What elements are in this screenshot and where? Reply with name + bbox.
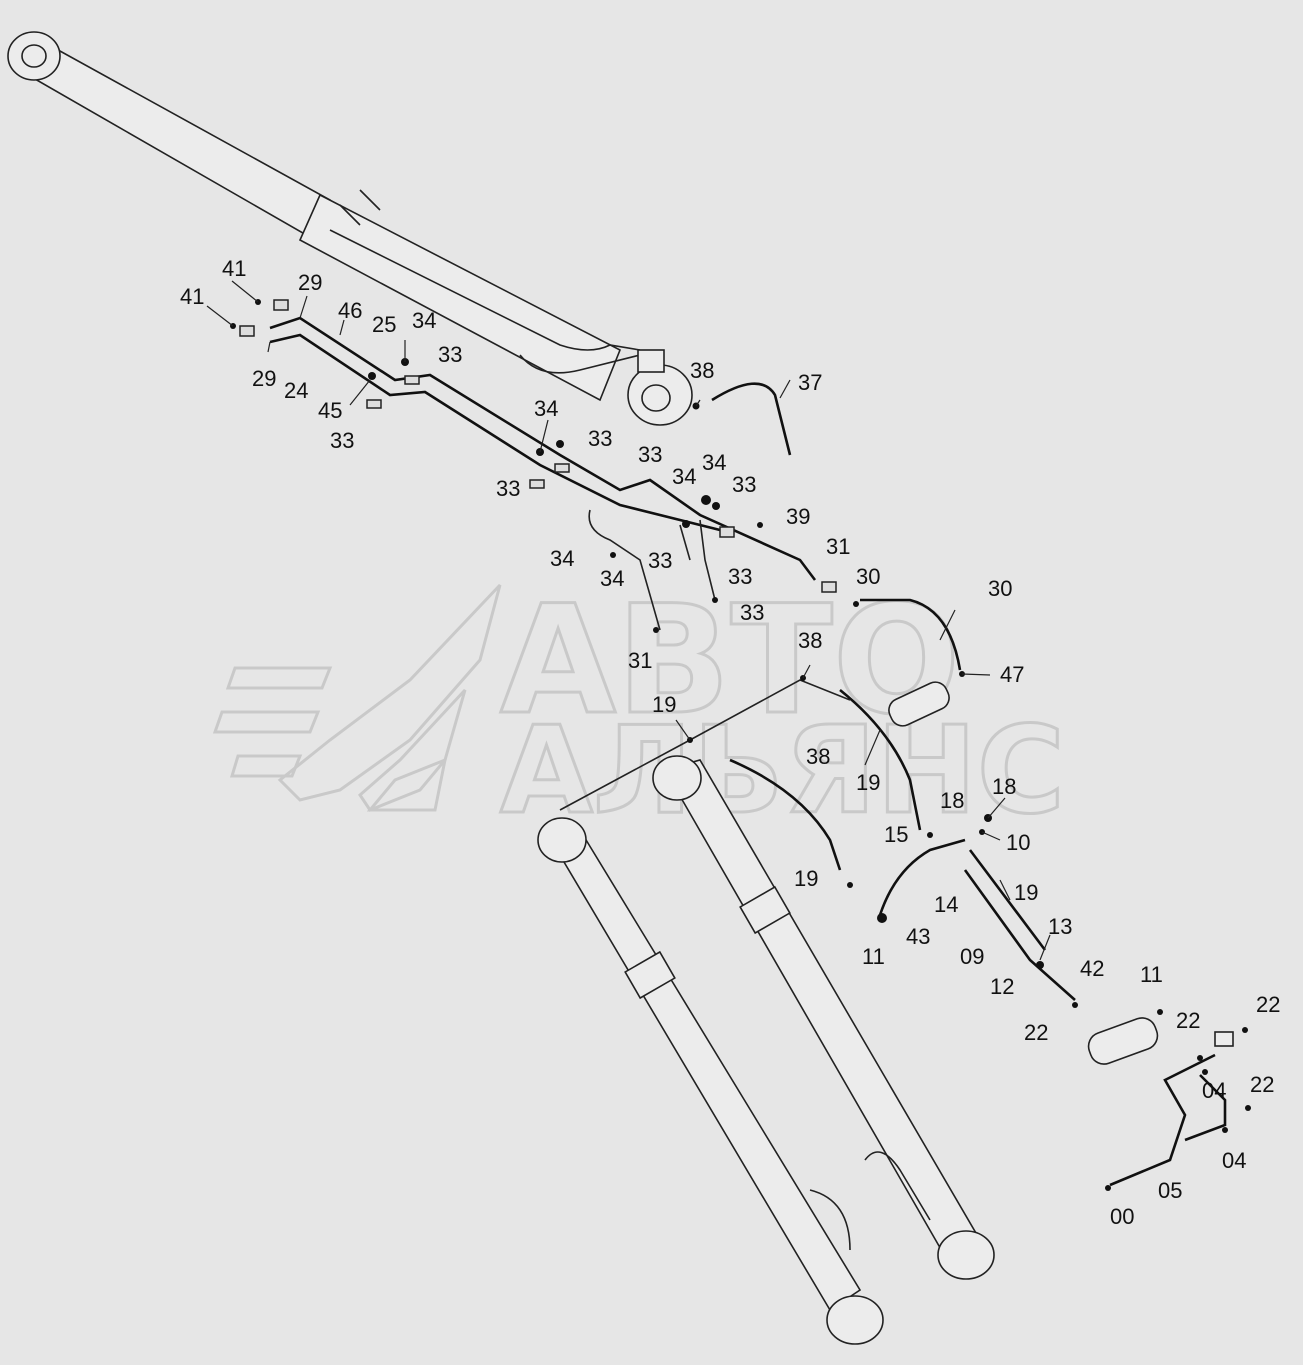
accumulator bbox=[888, 681, 950, 727]
label-34-a: 34 bbox=[412, 308, 436, 333]
label-39: 39 bbox=[786, 504, 810, 529]
label-19-b: 19 bbox=[652, 692, 676, 717]
label-38-a: 38 bbox=[690, 358, 714, 383]
label-34-d: 34 bbox=[702, 450, 726, 475]
label-04-b: 04 bbox=[1202, 1078, 1226, 1103]
clamps bbox=[239, 299, 837, 593]
label-11-a: 14 bbox=[934, 892, 958, 917]
arm-cylinder-left bbox=[537, 817, 884, 1345]
label-45: 45 bbox=[318, 398, 342, 423]
label-19-c: 15 bbox=[884, 822, 908, 847]
label-41-b: 41 bbox=[180, 284, 204, 309]
label-31-b: 33 bbox=[728, 564, 752, 589]
label-25: 25 bbox=[372, 312, 396, 337]
label-38-c: 47 bbox=[1000, 662, 1024, 687]
label-42: 09 bbox=[960, 944, 984, 969]
label-30-b: 31 bbox=[628, 648, 652, 673]
label-29-b: 29 bbox=[252, 366, 276, 391]
leader-lines bbox=[206, 280, 1051, 961]
label-19-d: 19 bbox=[794, 866, 818, 891]
label-33-a: 33 bbox=[438, 342, 462, 367]
label-14: 10 bbox=[1006, 830, 1030, 855]
label-24: 24 bbox=[284, 378, 308, 403]
label-33-h: 34 bbox=[600, 566, 624, 591]
pipe-01 bbox=[1109, 1031, 1234, 1187]
label-33-f: 33 bbox=[732, 472, 756, 497]
label-05-a: 22 bbox=[1250, 1072, 1274, 1097]
label-15: 18 bbox=[992, 774, 1016, 799]
pin-sleeve bbox=[1087, 1017, 1159, 1065]
label-31-a: 31 bbox=[826, 534, 850, 559]
label-13: 11 bbox=[862, 944, 885, 969]
label-34-e: 34 bbox=[550, 546, 574, 571]
label-00: 04 bbox=[1222, 1148, 1246, 1173]
label-11-b: 12 bbox=[990, 974, 1014, 999]
boom-cylinder bbox=[7, 31, 693, 426]
label-22-b: 11 bbox=[1140, 962, 1163, 987]
hose-37 bbox=[711, 382, 792, 456]
label-12: 13 bbox=[1048, 914, 1072, 939]
watermark-logo bbox=[212, 583, 502, 812]
label-41-a: 41 bbox=[222, 256, 246, 281]
label-34-b: 34 bbox=[534, 396, 558, 421]
label-29-a: 29 bbox=[298, 270, 322, 295]
label-10: 18 bbox=[940, 788, 964, 813]
label-33-g: 33 bbox=[648, 548, 672, 573]
label-47: 30 bbox=[988, 576, 1012, 601]
label-34-c: 34 bbox=[672, 464, 696, 489]
label-05-b: 00 bbox=[1110, 1204, 1134, 1229]
label-18-b: 19 bbox=[856, 770, 880, 795]
label-18-a: 38 bbox=[806, 744, 830, 769]
label-30-a: 33 bbox=[740, 600, 764, 625]
watermark-line2: АЛЬЯНС bbox=[500, 702, 1065, 841]
label-43: 19 bbox=[1014, 880, 1038, 905]
part-labels: 41 41 29 46 25 34 33 29 24 45 33 38 37 3… bbox=[180, 256, 1280, 1229]
label-46: 46 bbox=[338, 298, 362, 323]
label-33-d: 33 bbox=[638, 442, 662, 467]
label-22-a: 42 bbox=[1080, 956, 1104, 981]
label-01: 05 bbox=[1158, 1178, 1182, 1203]
label-38-b: 30 bbox=[856, 564, 880, 589]
label-33-b: 33 bbox=[330, 428, 354, 453]
hoses-mid bbox=[559, 598, 1076, 1001]
arm-cylinder-right bbox=[652, 755, 995, 1280]
label-22-d: 22 bbox=[1256, 992, 1280, 1017]
label-33-e: 33 bbox=[496, 476, 520, 501]
label-04-a: 22 bbox=[1176, 1008, 1200, 1033]
pipe-assembly bbox=[269, 316, 817, 631]
label-19-a: 38 bbox=[798, 628, 822, 653]
label-09: 43 bbox=[906, 924, 930, 949]
label-22-c: 22 bbox=[1024, 1020, 1048, 1045]
label-33-c: 33 bbox=[588, 426, 612, 451]
label-37: 37 bbox=[798, 370, 822, 395]
watermark-line1: АВТО bbox=[500, 574, 960, 748]
